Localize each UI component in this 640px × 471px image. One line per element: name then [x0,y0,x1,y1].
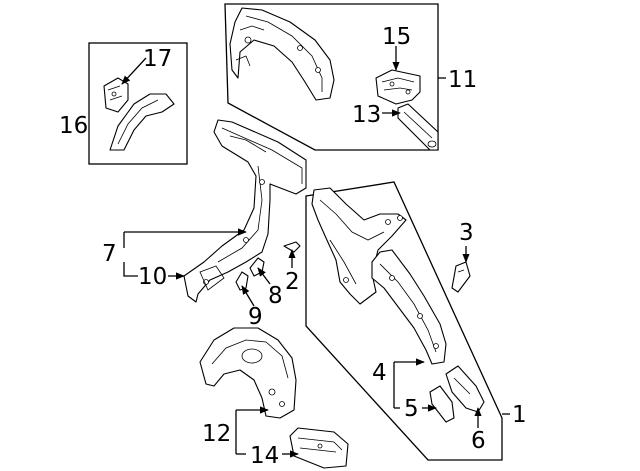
callout-11: 11 [448,67,477,93]
callout-10: 10 [138,264,167,290]
extension-part-13 [397,103,439,151]
callout-7: 7 [102,241,117,267]
clip-part-9 [235,271,249,291]
bracket-part-14 [289,427,349,469]
callout-4: 4 [372,360,387,386]
reinforcement-part-5 [429,385,455,423]
callout-9: 9 [248,304,263,330]
callout-6: 6 [471,428,486,454]
callout-5: 5 [404,396,419,422]
callout-3: 3 [459,220,474,246]
callout-1: 1 [512,402,527,428]
callout-14: 14 [250,443,279,469]
callout-8: 8 [268,283,283,309]
callout-13: 13 [352,102,381,128]
bracket-part-3 [451,261,471,293]
callout-17: 17 [143,46,172,72]
wheel-arch-part-16 [109,93,175,151]
reinforcement-part-6 [445,365,485,413]
callout-labels: 1 2 3 4 5 6 7 8 9 10 11 12 13 14 15 16 1… [59,24,527,469]
pillar-assembly-part-7 [183,119,307,303]
leader-lines [121,46,482,458]
wheelhouse-outer-part-12 [199,327,297,419]
callout-15: 15 [382,24,411,50]
bracket-part-15 [375,69,421,105]
bracket-part-17 [103,77,129,113]
callout-2: 2 [285,269,300,295]
wheelhouse-inner-part [229,7,335,101]
callout-16: 16 [59,113,88,139]
callout-12: 12 [202,421,231,447]
group-11-frame [224,3,446,151]
quarter-inner-part [371,249,447,365]
group-1-frame [305,181,510,461]
group-16-frame [88,42,188,165]
